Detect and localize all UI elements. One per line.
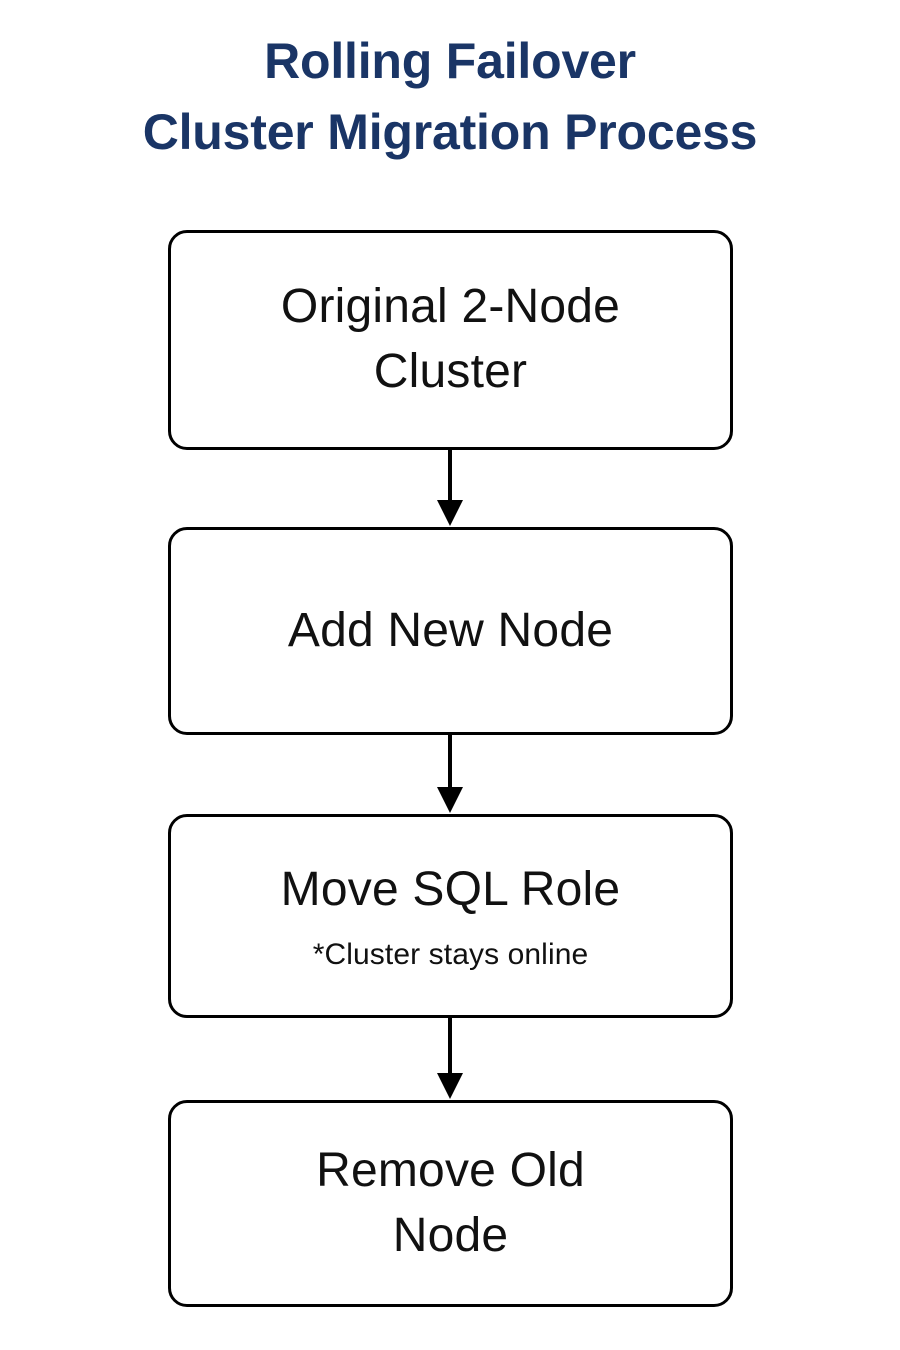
flow-step-original-2-node-cluster[interactable]: Original 2-Node Cluster <box>168 230 733 450</box>
flow-step-label: Remove Old Node <box>294 1139 607 1269</box>
flow-step-label: Move SQL Role <box>280 863 621 917</box>
flow-step-label-line-1: Remove Old <box>316 1143 585 1197</box>
down-arrow-icon <box>434 735 466 814</box>
flow-step-label-line-2: Cluster <box>373 345 528 398</box>
flow-step-remove-old-node[interactable]: Remove Old Node <box>168 1100 733 1307</box>
flow-step-label: Add New Node <box>287 603 614 657</box>
flow-step-move-sql-role[interactable]: Move SQL Role *Cluster stays online <box>168 814 733 1018</box>
page-title-line-1: Rolling Failover <box>264 33 636 89</box>
page-title: Rolling Failover Cluster Migration Proce… <box>0 26 900 168</box>
down-arrow-icon <box>434 1018 466 1100</box>
page-title-line-2: Cluster Migration Process <box>142 104 758 160</box>
down-arrow-icon <box>434 450 466 527</box>
flow-step-label: Original 2-Node Cluster <box>259 275 642 405</box>
flow-step-label-line-1: Original 2-Node <box>280 280 621 334</box>
flow-step-add-new-node[interactable]: Add New Node <box>168 527 733 735</box>
flow-step-label-line-2: Node <box>392 1208 509 1262</box>
flow-step-sublabel: *Cluster stays online <box>312 937 589 971</box>
